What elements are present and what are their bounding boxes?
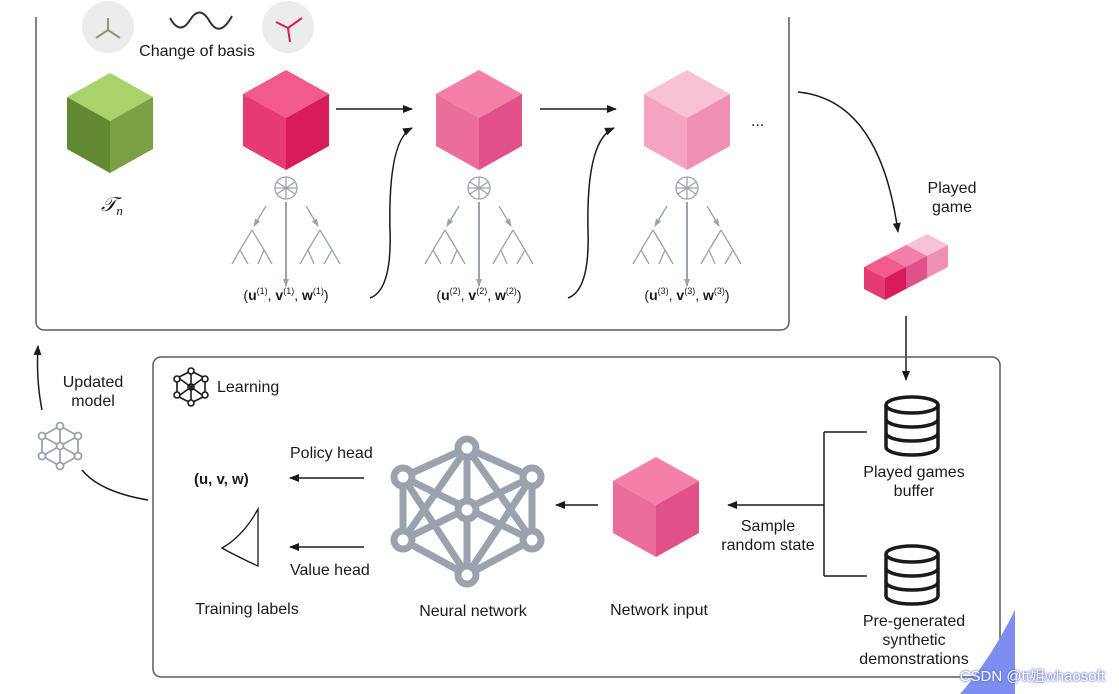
demonstrations-database-icon xyxy=(884,544,940,606)
watermark: CSDN @tt姐whaosoft xyxy=(959,668,1105,685)
training-labels-label: Training labels xyxy=(195,601,299,618)
tensor-subscript: n xyxy=(116,203,123,219)
learning-network-icon xyxy=(173,367,209,407)
tensor-symbol: 𝒯 xyxy=(101,194,117,216)
value-distribution-icon xyxy=(220,506,259,568)
sample-random-state-label: Sample random state xyxy=(721,518,815,554)
played-game-blocks xyxy=(864,234,948,300)
triple-3-w-index: 3 xyxy=(716,286,722,296)
corner-decoration xyxy=(960,610,1015,694)
updated-model-label: Updated model xyxy=(62,374,124,410)
action-triple-3: (u(3), v(3), w(3)) xyxy=(644,286,730,304)
action-triple-1: (u(1), v(1), w(1)) xyxy=(243,286,329,304)
state-cube-2 xyxy=(436,70,522,170)
triple-3-v-index: 3 xyxy=(687,286,693,296)
played-game-label: Played game xyxy=(927,180,977,216)
played-games-buffer-label: Played games buffer xyxy=(863,464,965,500)
state-cube-3 xyxy=(644,70,730,170)
triple-1-v-index: 1 xyxy=(286,286,292,296)
triple-1-u-index: (1 xyxy=(256,286,265,296)
played-games-database-icon xyxy=(884,395,940,457)
updated-model-network-icon xyxy=(37,421,83,471)
policy-output-label: (u, v, w) xyxy=(194,471,249,488)
triple-2-v-index: 2 xyxy=(479,286,485,296)
search-tree-1 xyxy=(232,177,340,286)
network-input-cube xyxy=(613,457,699,557)
action-triple-2: (u(2), v(2), w(2)) xyxy=(436,286,522,304)
change-of-basis-label: Change of basis xyxy=(139,43,255,60)
curve-arrow-2 xyxy=(567,127,615,299)
ellipsis: ... xyxy=(751,113,765,130)
tensor-cube-green xyxy=(67,73,153,173)
arrow-up-to-acting xyxy=(33,345,43,411)
network-input-label: Network input xyxy=(610,602,708,619)
triple-3-u-index: 3 xyxy=(660,286,666,296)
curve-arrow-1 xyxy=(369,127,413,299)
value-head-label: Value head xyxy=(290,562,370,579)
triple-1-w-index: 1 xyxy=(315,286,321,296)
neural-network-label: Neural network xyxy=(419,603,527,620)
learning-title: Learning xyxy=(217,379,280,396)
policy-head-label: Policy head xyxy=(290,445,373,462)
learning-panel xyxy=(152,356,1001,678)
change-of-basis-icons xyxy=(82,1,314,53)
search-tree-2 xyxy=(425,177,533,286)
triple-2-w-index: 2 xyxy=(508,286,514,296)
arrow-to-played-game xyxy=(797,91,901,233)
search-tree-3 xyxy=(633,177,741,286)
neural-network-graphic xyxy=(390,435,545,588)
state-cube-1 xyxy=(243,70,329,170)
arrow-updated-model xyxy=(81,469,149,501)
tensor-label: 𝒯n xyxy=(101,194,123,220)
demonstrations-label: Pre-generated synthetic demonstrations xyxy=(859,613,969,668)
sample-bracket xyxy=(823,431,867,577)
triple-2-u-index: 2 xyxy=(452,286,458,296)
